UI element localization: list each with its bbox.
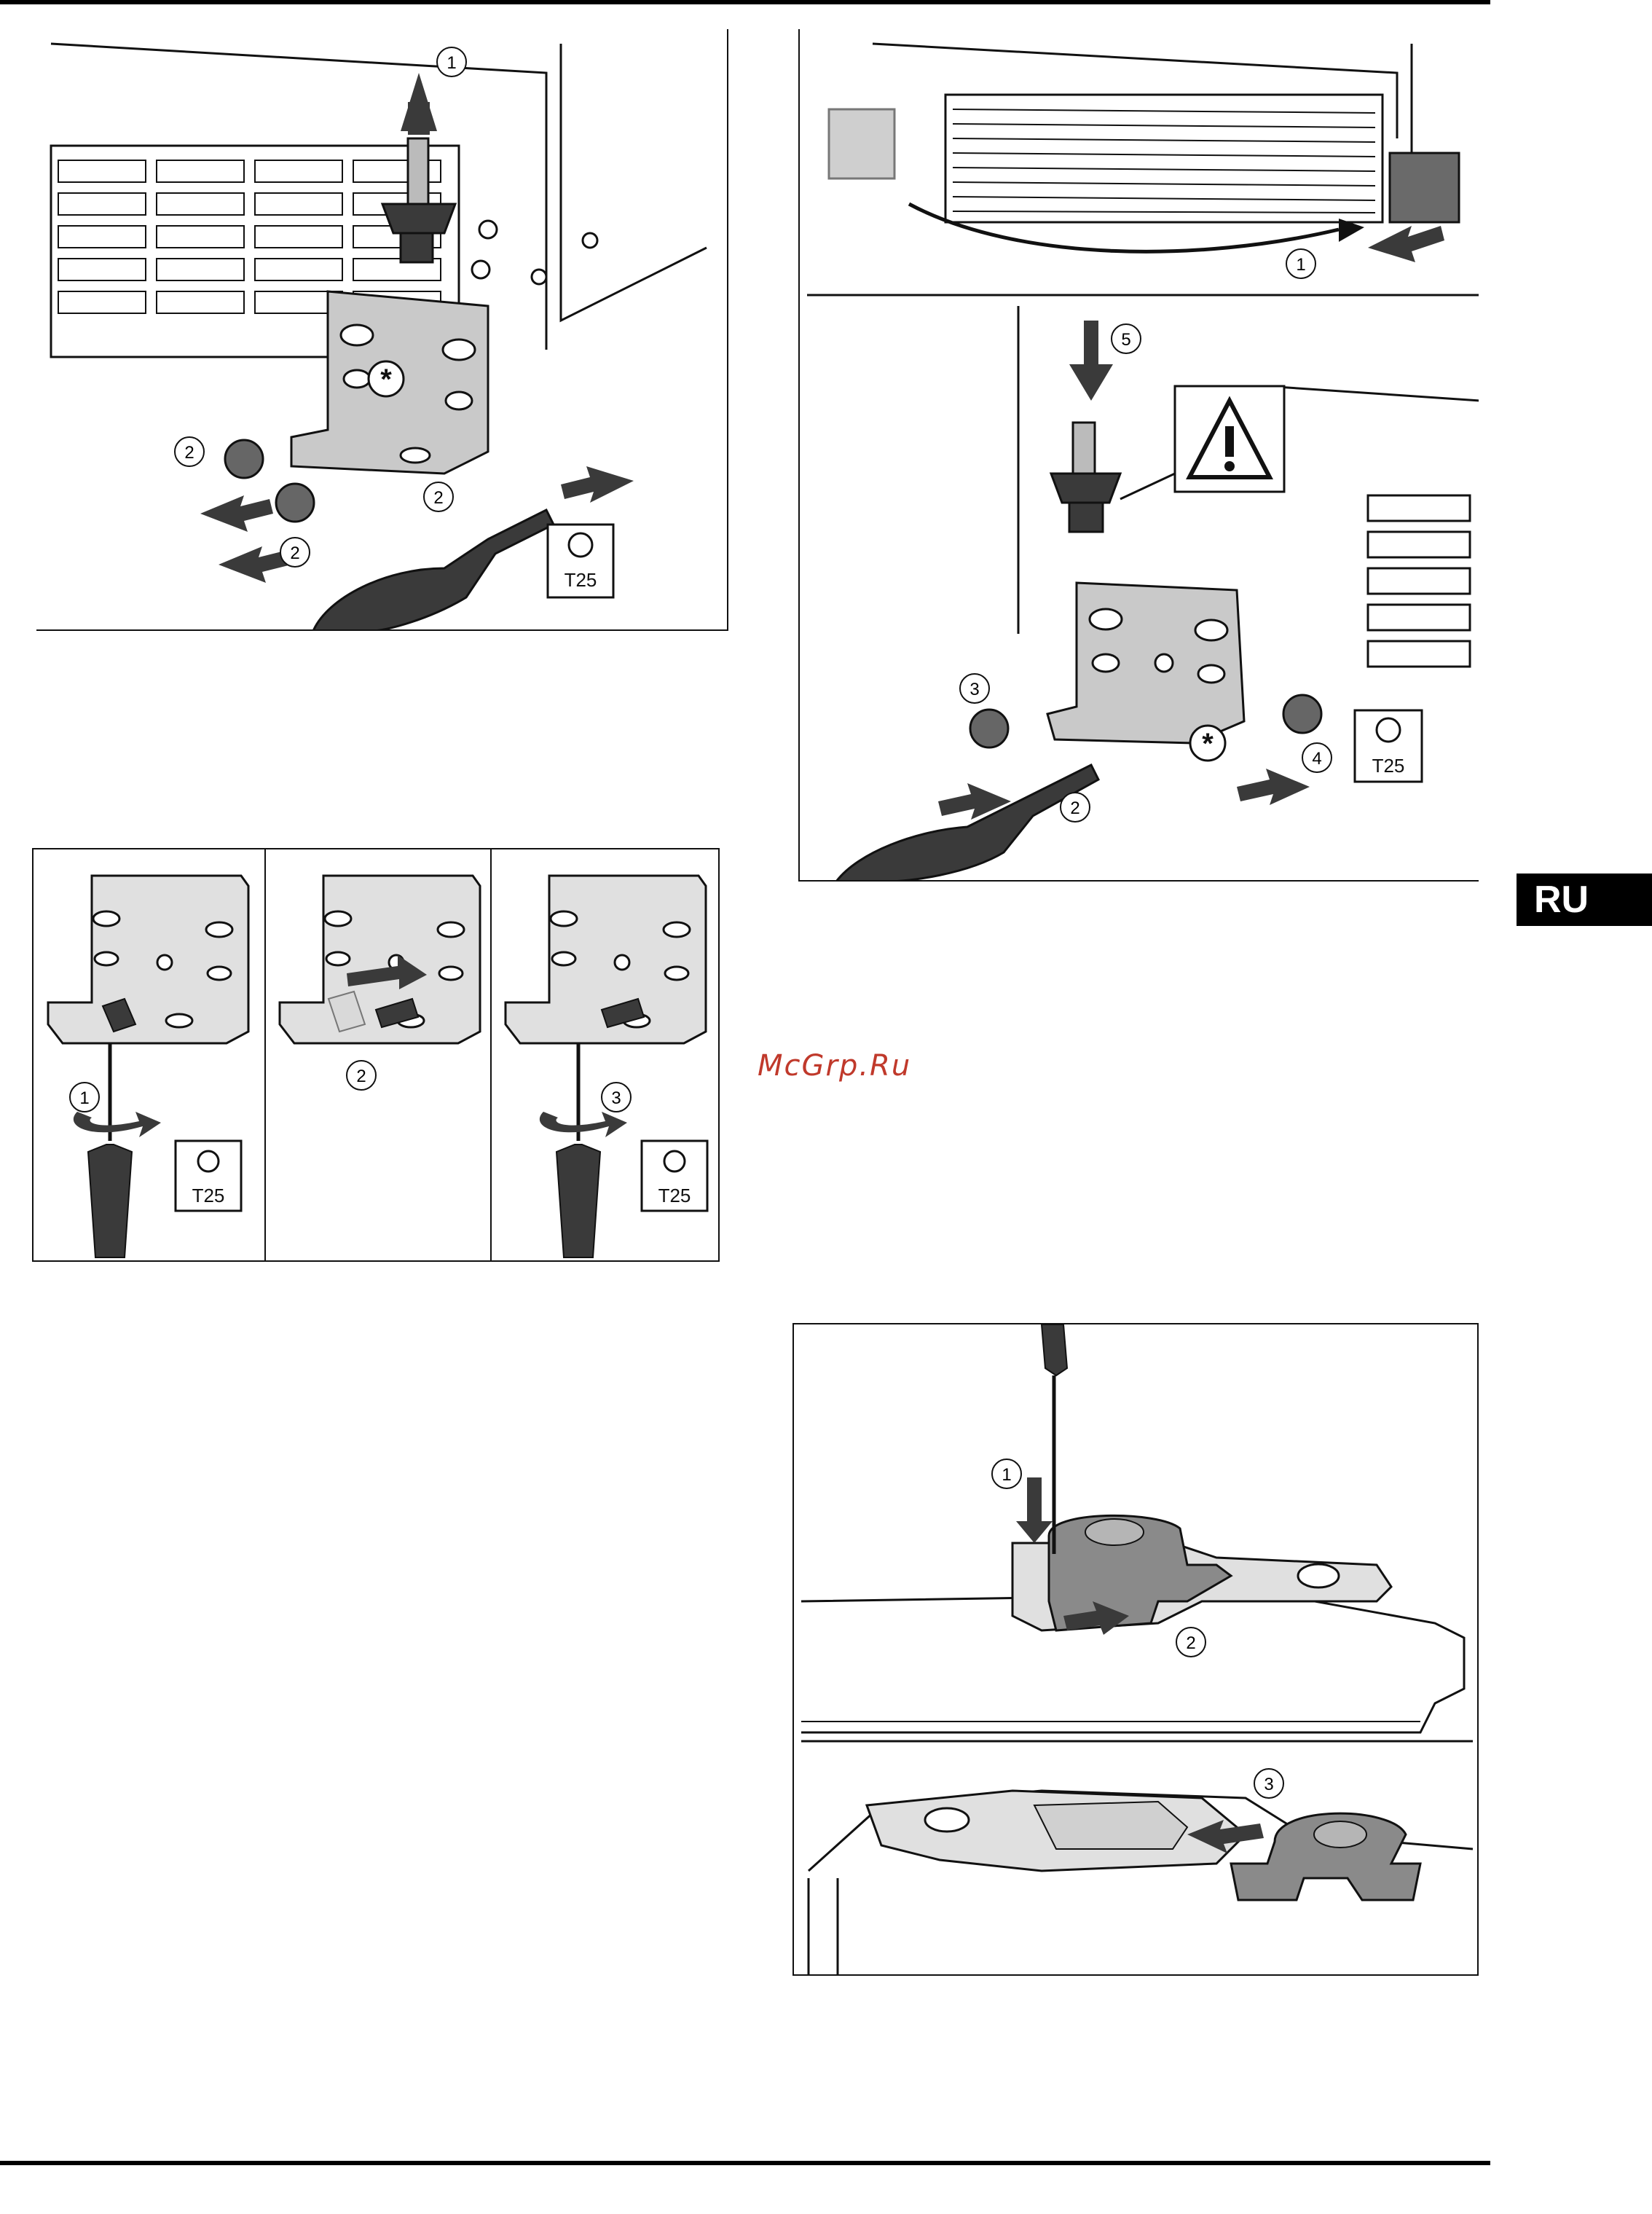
bottom-rule	[0, 2161, 1490, 2165]
warning-triangle-icon	[1120, 386, 1284, 499]
figure-cap-swap: 1 2 3	[792, 1323, 1479, 1976]
step-1-number: 1	[79, 1088, 89, 1108]
step-panel-3: T25 3	[506, 876, 707, 1257]
cover-swap-illustration: * T25 1 5 3 4 2	[800, 29, 1479, 882]
upper-grille	[945, 95, 1382, 222]
language-tab: RU	[1517, 874, 1652, 926]
figure-cover-swap: * T25 1 5 3 4 2	[798, 29, 1479, 882]
cap-swap-illustration: 1 2 3	[794, 1324, 1479, 1976]
tool-label: T25	[1372, 755, 1405, 777]
svg-text:2: 2	[184, 443, 194, 463]
cover-dark	[1390, 153, 1459, 222]
callout-5: 5	[1112, 324, 1141, 353]
pin-adjust-illustration: T25 1 2	[34, 849, 720, 1262]
callout-2c: 2	[424, 482, 453, 511]
tool-label: T25	[565, 569, 597, 591]
step-panel-1: T25 1	[48, 876, 248, 1257]
callout-2: 2	[1061, 793, 1090, 822]
callout-4: 4	[1302, 743, 1332, 772]
callout-1: 1	[1286, 249, 1315, 278]
step-2-number: 2	[356, 1067, 366, 1086]
step-3-number: 3	[611, 1088, 621, 1108]
figure-pin-adjust: T25 1 2	[32, 848, 720, 1262]
svg-text:2: 2	[290, 543, 299, 563]
svg-text:*: *	[380, 364, 392, 396]
svg-text:2: 2	[433, 488, 443, 508]
figure-remove-hinge: * T25 1 2 2 2	[36, 29, 728, 631]
step-panel-2: 2	[280, 876, 480, 1090]
svg-text:1: 1	[1002, 1465, 1011, 1485]
cover-placeholder-left	[829, 109, 894, 178]
callout-2a: 2	[175, 437, 204, 466]
remove-hinge-illustration: * T25 1 2 2 2	[36, 29, 728, 631]
svg-text:1: 1	[1296, 255, 1305, 275]
hinge-pin-new	[1051, 423, 1120, 532]
svg-text:3: 3	[969, 680, 979, 699]
callout-2: 2	[1176, 1628, 1205, 1657]
svg-text:2: 2	[1070, 798, 1079, 818]
svg-text:2: 2	[1186, 1633, 1195, 1653]
callout-1: 1	[437, 47, 466, 76]
svg-text:4: 4	[1312, 749, 1321, 769]
tool-label: T25	[658, 1185, 691, 1206]
svg-text:*: *	[1202, 728, 1214, 760]
svg-text:1: 1	[447, 53, 456, 73]
tool-label: T25	[192, 1185, 225, 1206]
callout-2b: 2	[280, 538, 310, 567]
hinge-cap	[1049, 1515, 1231, 1630]
side-grille	[1368, 495, 1470, 667]
top-rule	[0, 0, 1490, 4]
svg-text:3: 3	[1264, 1775, 1273, 1794]
callout-3: 3	[960, 674, 989, 703]
callout-1: 1	[992, 1459, 1021, 1488]
callout-3: 3	[1254, 1769, 1283, 1798]
svg-text:5: 5	[1121, 330, 1130, 350]
watermark: McGrp.Ru	[758, 1049, 911, 1083]
